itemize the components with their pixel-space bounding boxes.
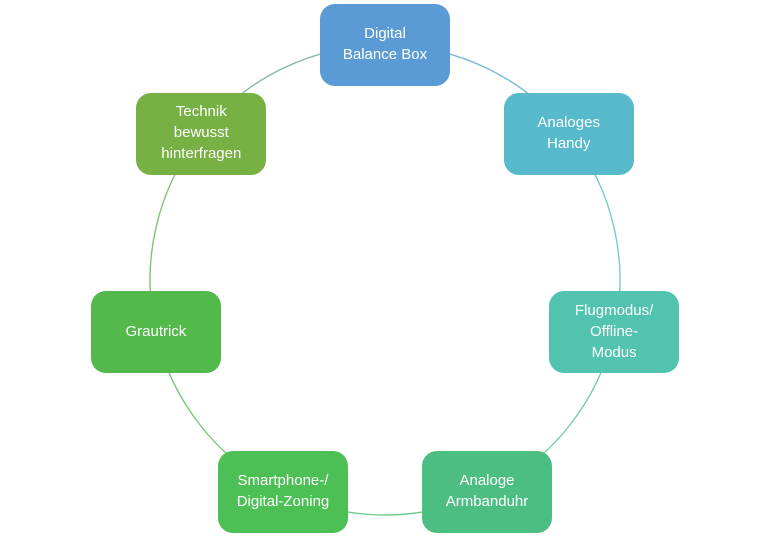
node-label-line: Armbanduhr: [445, 492, 529, 510]
node-grautrick[interactable]: Grautrick: [90, 291, 221, 374]
node-label-line: bewusst: [173, 124, 229, 142]
node-label-line: Smartphone-/: [237, 472, 329, 489]
node-label-line: Digital: [364, 25, 406, 43]
node-label-line: Grautrick: [125, 322, 187, 340]
node-label-line: Balance Box: [342, 46, 428, 63]
node-label-line: Offline-: [590, 322, 639, 340]
node-label-line: Analoges: [537, 113, 600, 131]
node-label-line: Digital-Zoning: [236, 492, 330, 510]
node-label-line: Handy: [547, 134, 591, 152]
node-label-line: Modus: [591, 343, 637, 361]
node-smartphone-digital-zoning[interactable]: Smartphone-/ Digital-Zoning: [218, 450, 348, 533]
node-flugmodus-offline-modus[interactable]: Flugmodus/Offline- Modus: [549, 291, 680, 374]
node-technik-bewusst-hinterfragen[interactable]: Technik bewusst hinterfragen: [136, 92, 267, 175]
node-label-line: Flugmodus/: [574, 302, 654, 320]
node-label-line: Technik: [175, 103, 227, 121]
node-label-line: Analoge: [459, 472, 515, 489]
node-label-line: hinterfragen: [161, 144, 242, 162]
